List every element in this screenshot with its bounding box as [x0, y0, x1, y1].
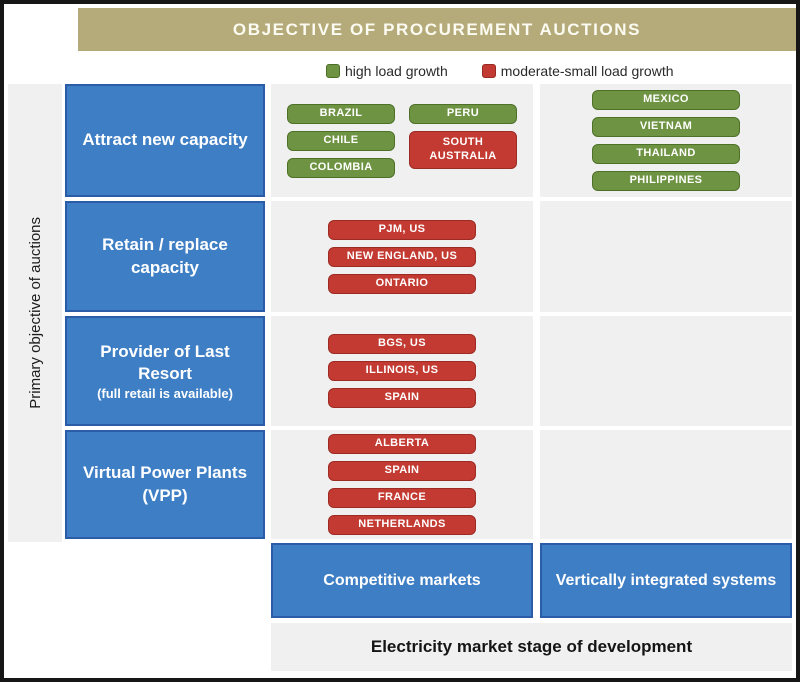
cell-attract-competitive: BRAZIL CHILE COLOMBIA PERU SOUTH AUSTRAL… — [271, 84, 533, 197]
objective-attract-new-capacity: Attract new capacity — [65, 84, 265, 197]
objective-retain-replace-capacity: Retain / replace capacity — [65, 201, 265, 312]
market-badge-new-england-us: NEW ENGLAND, US — [328, 246, 476, 267]
column-vertically-integrated-systems: Vertically integrated systems — [540, 543, 792, 618]
badge-stack: BRAZIL CHILE COLOMBIA — [287, 104, 395, 178]
market-badge-spain-vpp: SPAIN — [328, 461, 476, 481]
legend-item-moderate: moderate-small load growth — [481, 63, 674, 79]
badge-stack: PERU SOUTH AUSTRALIA — [409, 104, 517, 169]
market-badge-bgs-us: BGS, US — [328, 334, 476, 354]
objective-label: Attract new capacity — [82, 130, 248, 150]
cell-polr-competitive: BGS, US ILLINOIS, US SPAIN — [271, 316, 533, 426]
high-load-growth-swatch — [326, 64, 340, 78]
cell-retain-competitive: PJM, US NEW ENGLAND, US ONTARIO — [271, 201, 533, 312]
objective-provider-of-last-resort: Provider of Last Resort (full retail is … — [65, 316, 265, 426]
market-badge-illinois-us: ILLINOIS, US — [328, 361, 476, 381]
country-badge-chile: CHILE — [287, 131, 395, 151]
legend-label-moderate: moderate-small load growth — [500, 63, 674, 79]
market-badge-france: FRANCE — [328, 488, 476, 508]
objective-label: Virtual Power Plants (VPP) — [82, 463, 248, 505]
y-axis-strip: Primary objective of auctions — [8, 84, 62, 542]
moderate-load-growth-swatch — [481, 64, 496, 78]
cell-retain-vertical-empty — [540, 201, 792, 312]
column-competitive-markets: Competitive markets — [271, 543, 533, 618]
country-badge-peru: PERU — [409, 104, 517, 124]
x-axis-label: Electricity market stage of development — [271, 623, 792, 671]
market-badge-spain: SPAIN — [328, 388, 476, 408]
legend-label-high: high load growth — [345, 63, 448, 79]
cell-vpp-vertical-empty — [540, 430, 792, 539]
cell-vpp-competitive: ALBERTA SPAIN FRANCE NETHERLANDS — [271, 430, 533, 539]
objective-virtual-power-plants: Virtual Power Plants (VPP) — [65, 430, 265, 539]
legend: high load growth moderate-small load gro… — [326, 60, 674, 82]
cell-attract-vertical: MEXICO VIETNAM THAILAND PHILIPPINES — [540, 84, 792, 197]
legend-item-high: high load growth — [326, 63, 448, 79]
objective-note: (full retail is available) — [97, 386, 233, 402]
country-badge-mexico: MEXICO — [592, 90, 740, 110]
country-badge-philippines: PHILIPPINES — [592, 171, 740, 191]
market-badge-netherlands: NETHERLANDS — [328, 515, 476, 535]
objective-label: Provider of Last Resort — [100, 341, 230, 383]
objective-label: Retain / replace capacity — [102, 235, 228, 277]
country-badge-thailand: THAILAND — [592, 144, 740, 164]
country-badge-brazil: BRAZIL — [287, 104, 395, 124]
cell-polr-vertical-empty — [540, 316, 792, 426]
country-badge-south-australia: SOUTH AUSTRALIA — [409, 131, 517, 169]
market-badge-pjm-us: PJM, US — [328, 219, 476, 240]
page-title: OBJECTIVE OF PROCUREMENT AUCTIONS — [78, 8, 796, 51]
y-axis-label: Primary objective of auctions — [26, 217, 44, 409]
market-badge-alberta: ALBERTA — [328, 434, 476, 454]
market-badge-ontario: ONTARIO — [328, 273, 476, 294]
country-badge-colombia: COLOMBIA — [287, 158, 395, 178]
country-badge-vietnam: VIETNAM — [592, 117, 740, 137]
